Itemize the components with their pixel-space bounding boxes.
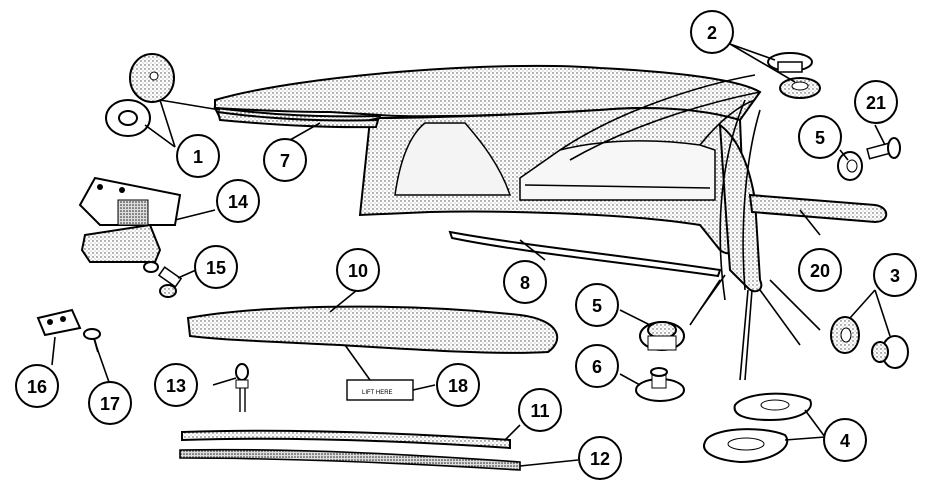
callout-21: 21 <box>854 80 898 124</box>
callout-5-upper: 5 <box>798 115 842 159</box>
svg-text:7: 7 <box>280 151 290 171</box>
part-12-seal-strip <box>179 448 521 471</box>
callout-6: 6 <box>575 344 619 388</box>
svg-text:5: 5 <box>592 296 602 316</box>
svg-text:21: 21 <box>866 93 886 113</box>
callout-15: 15 <box>194 245 238 289</box>
part-10-header-board <box>186 305 559 354</box>
svg-text:4: 4 <box>840 431 850 451</box>
part-11-seal-strip <box>181 429 511 450</box>
callout-16: 16 <box>15 364 59 408</box>
part-7-front-seal <box>216 110 380 129</box>
part-13-stud-pin <box>235 363 249 412</box>
svg-text:18: 18 <box>448 376 468 396</box>
callout-3: 3 <box>873 253 917 297</box>
part-14-clamp-bracket <box>78 176 182 263</box>
part-18-label-plate: LIFT HERE <box>346 379 414 401</box>
svg-text:15: 15 <box>206 258 226 278</box>
part-6-stud <box>635 367 685 402</box>
callout-2: 2 <box>690 10 734 54</box>
callout-18: 18 <box>436 363 480 407</box>
callout-17: 17 <box>88 381 132 425</box>
part-4-washers <box>703 392 812 464</box>
part-2-plug-grommet <box>767 52 821 99</box>
callout-1: 1 <box>176 134 220 178</box>
part-5-lower-socket <box>639 321 685 351</box>
callout-8: 8 <box>503 260 547 304</box>
callout-10: 10 <box>336 248 380 292</box>
svg-text:14: 14 <box>228 192 248 212</box>
part-corner-strap <box>719 99 746 301</box>
callout-20: 20 <box>798 248 842 292</box>
leader-lines <box>51 43 891 467</box>
svg-text:3: 3 <box>890 266 900 286</box>
part-15-screw-washer <box>143 261 183 298</box>
callout-11: 11 <box>518 388 562 432</box>
callouts: 1 2 3 4 5 5 6 7 <box>15 10 917 480</box>
hardtop-shell <box>213 64 763 293</box>
svg-text:16: 16 <box>27 377 47 397</box>
part-3-press-studs <box>830 316 909 369</box>
svg-text:13: 13 <box>166 376 186 396</box>
part-5-upper-washer <box>837 151 863 181</box>
callout-13: 13 <box>154 363 198 407</box>
svg-text:10: 10 <box>348 261 368 281</box>
part-16-block <box>36 308 82 337</box>
svg-text:12: 12 <box>590 449 610 469</box>
label-plate-text: LIFT HERE <box>362 390 393 396</box>
svg-text:17: 17 <box>100 394 120 414</box>
svg-text:20: 20 <box>810 261 830 281</box>
svg-text:6: 6 <box>592 357 602 377</box>
part-1-pads <box>105 53 175 137</box>
callout-4: 4 <box>823 418 867 462</box>
part-21-bolt <box>866 137 901 160</box>
svg-text:8: 8 <box>520 273 530 293</box>
part-20-side-rail <box>748 193 888 224</box>
callout-7: 7 <box>263 138 307 182</box>
svg-text:11: 11 <box>530 401 549 421</box>
svg-text:5: 5 <box>815 128 825 148</box>
svg-text:1: 1 <box>193 147 203 167</box>
svg-text:2: 2 <box>707 23 717 43</box>
callout-14: 14 <box>216 179 260 223</box>
callout-12: 12 <box>578 436 622 480</box>
part-8-lower-seal <box>448 230 722 278</box>
callout-5-lower: 5 <box>575 283 619 327</box>
